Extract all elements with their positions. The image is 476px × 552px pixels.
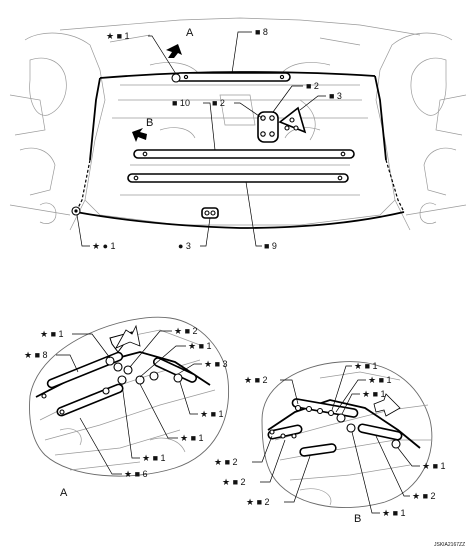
callout-sq-3: ■ 3	[329, 91, 342, 101]
callout-dot-3: ● 3	[178, 241, 191, 251]
detail-a-view-arrow-icon	[115, 324, 141, 349]
detail-a-callout-star-sq-1-bottom: ★ ■ 1	[142, 453, 166, 463]
detail-b: ★ ■ 1 ★ ■ 1 ★ ■ 2 ★ ■ 1 ★ ■ 2 ★ ■ 2 ★ ■ …	[214, 361, 446, 525]
bolt-1-top	[171, 73, 181, 83]
detail-b-view-arrow-icon	[373, 393, 401, 417]
detail-b-callout-star-sq-2-l2: ★ ■ 2	[222, 477, 246, 487]
top-seal-strip-8	[175, 72, 291, 82]
detail-a-outline	[29, 316, 230, 477]
detail-a-callout-star-sq-2: ★ ■ 2	[174, 326, 198, 336]
detail-a-callout-star-sq-1-lower: ★ ■ 1	[180, 433, 204, 443]
detail-b-callout-star-sq-1-top: ★ ■ 1	[354, 361, 378, 371]
seal-line-right	[374, 75, 387, 161]
figure-code: JSKIA2167ZZ	[434, 542, 465, 548]
seal-line-bottom	[75, 211, 405, 229]
detail-b-callout-star-sq-2-left: ★ ■ 2	[244, 375, 268, 385]
detail-a-callout-star-sq-8: ★ ■ 8	[24, 350, 48, 360]
view-arrow-b-icon	[132, 128, 147, 142]
detail-a-callout-star-sq-1-right: ★ ■ 1	[200, 409, 224, 419]
detail-b-callout-star-sq-1-top2: ★ ■ 1	[368, 375, 392, 385]
center-seal-strip-10	[133, 149, 355, 159]
detail-a-callout-star-sq-3: ★ ■ 3	[204, 359, 228, 369]
callout-sq-10: ■ 10	[172, 98, 190, 108]
callout-sq-9: ■ 9	[264, 241, 277, 251]
detail-a-sketch	[39, 329, 216, 471]
seal-line-top	[99, 71, 376, 79]
view-arrow-a-icon	[166, 44, 182, 58]
bottom-plug-pair-3	[201, 207, 219, 219]
detail-a-callout-star-sq-1-b: ★ ■ 1	[188, 341, 212, 351]
detail-b-callout-star-sq-1-mid: ★ ■ 1	[362, 389, 386, 399]
detail-a: ★ ■ 1 ★ ■ 8 ★ ■ 2 ★ ■ 1 ★ ■ 3 ★ ■ 1 ★ ■ …	[24, 316, 230, 499]
callout-sq-8: ■ 8	[255, 27, 268, 37]
lower-seal-strip-9	[127, 173, 349, 183]
detail-b-view-label: B	[354, 513, 361, 525]
view-arrow-b-label: B	[146, 117, 153, 129]
callout-star-sq-1: ★ ■ 1	[106, 31, 130, 41]
detail-b-callout-star-sq-2-l1: ★ ■ 2	[214, 457, 238, 467]
detail-a-callout-star-sq-1: ★ ■ 1	[40, 329, 64, 339]
detail-a-view-label: A	[60, 487, 68, 499]
callout-sq-2: ■ 2	[306, 81, 319, 91]
detail-b-callout-star-sq-1-bottom: ★ ■ 1	[382, 508, 406, 518]
detail-b-callout-star-sq-2-right: ★ ■ 2	[412, 491, 436, 501]
chassis-sketch	[9, 17, 467, 231]
detail-b-callout-star-sq-2-l3: ★ ■ 2	[246, 497, 270, 507]
seal-line-left	[89, 77, 101, 161]
detail-b-sketch	[274, 371, 432, 506]
view-arrow-a-label: A	[186, 27, 194, 39]
callout-sq-2-center: ■ 2	[212, 98, 225, 108]
top-view: A B ★ ■ 1 ■ 8 ■ 2 ■ 3 ■ 10 ■ 2 ★ ● 1 ● 3…	[9, 17, 467, 251]
detail-a-callout-star-sq-6: ★ ■ 6	[124, 469, 148, 479]
detail-b-callout-star-sq-1-right: ★ ■ 1	[422, 461, 446, 471]
callout-star-dot-1: ★ ● 1	[92, 241, 116, 251]
detail-b-outline	[261, 361, 433, 508]
